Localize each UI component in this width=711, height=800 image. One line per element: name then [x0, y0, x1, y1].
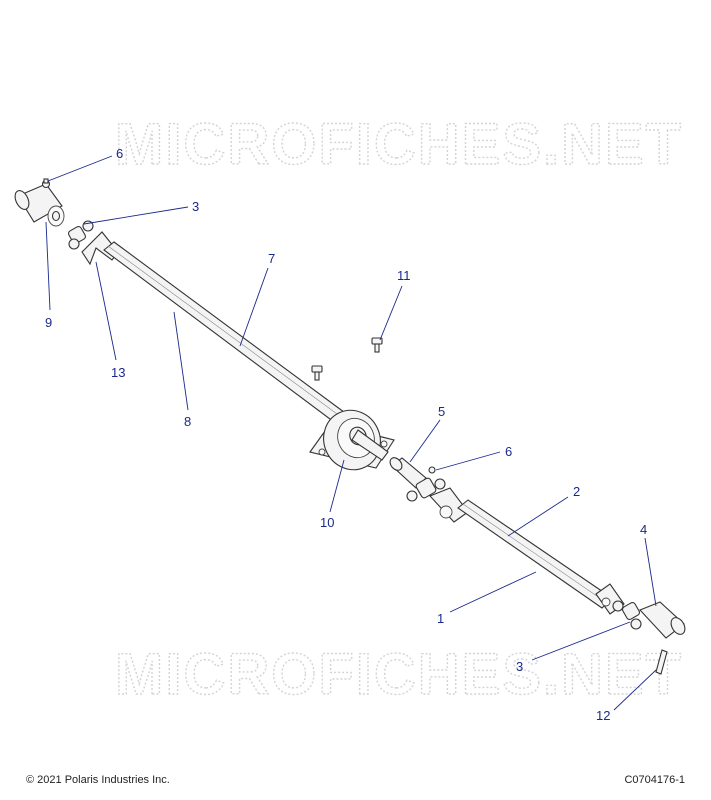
callout-10: 10 — [320, 515, 334, 530]
callout-6-top: 6 — [116, 146, 123, 161]
callout-3-top: 3 — [192, 199, 199, 214]
front-yoke-9 — [14, 183, 65, 227]
u-joint-cross-3-bottom — [612, 600, 642, 630]
leader-lines — [45, 155, 657, 711]
callout-4: 4 — [640, 522, 647, 537]
mounting-bolt-11 — [371, 337, 383, 353]
copyright-text: © 2021 Polaris Industries Inc. — [26, 774, 170, 786]
callout-6-mid: 6 — [505, 444, 512, 459]
callout-11: 11 — [397, 268, 411, 283]
slip-yoke-13 — [81, 231, 119, 266]
watermark-top: MICROFICHES.NET — [115, 112, 683, 177]
callout-13: 13 — [111, 365, 125, 380]
callout-1: 1 — [437, 611, 444, 626]
end-yoke-4 — [639, 601, 686, 639]
front-driveshaft-8 — [103, 241, 353, 429]
center-bearing-10 — [309, 409, 395, 471]
grease-fitting-6-top — [41, 178, 51, 189]
mounting-bolt-left — [311, 365, 323, 381]
callout-3-bottom: 3 — [516, 659, 523, 674]
callout-12: 12 — [596, 708, 610, 723]
callout-5: 5 — [438, 404, 445, 419]
center-u-joint — [406, 477, 469, 523]
callout-2: 2 — [573, 484, 580, 499]
stub-yoke-5 — [389, 457, 427, 489]
rear-driveshaft-2 — [457, 499, 613, 609]
callout-8: 8 — [184, 414, 191, 429]
watermark-bottom: MICROFICHES.NET — [115, 642, 683, 707]
callout-9: 9 — [45, 315, 52, 330]
callout-7: 7 — [268, 251, 275, 266]
figure-code: C0704176-1 — [624, 774, 685, 786]
grease-fitting-6-mid — [428, 466, 436, 474]
roll-pin-12 — [655, 649, 668, 675]
